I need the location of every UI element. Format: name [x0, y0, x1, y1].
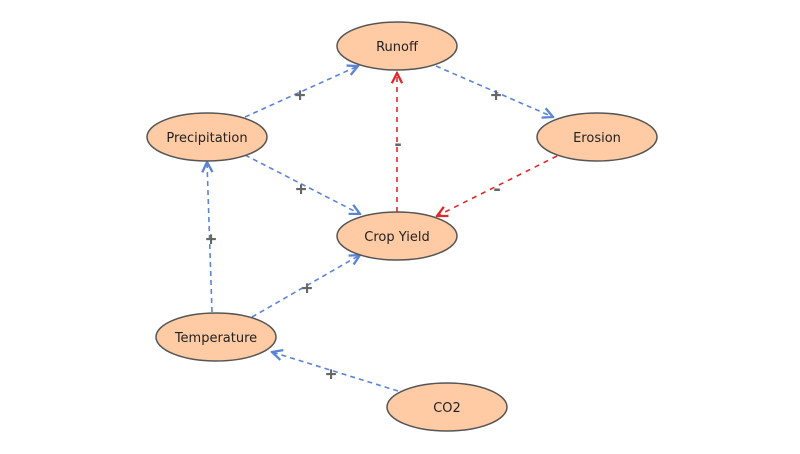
sign-erosion-crop-yield: -: [492, 179, 503, 200]
node-runoff[interactable]: Runoff: [336, 21, 458, 71]
edge-co2-temperature: [272, 352, 399, 392]
node-label-temperature: Temperature: [174, 331, 257, 346]
node-label-erosion: Erosion: [573, 131, 621, 146]
edge-signs: + + + - - + + +: [206, 85, 503, 385]
node-label-runoff: Runoff: [376, 40, 419, 55]
node-co2[interactable]: CO2: [386, 382, 508, 432]
sign-precipitation-crop-yield: +: [296, 179, 307, 200]
sign-temperature-crop-yield: +: [302, 278, 313, 299]
node-label-co2: CO2: [433, 401, 461, 416]
sign-co2-temperature: +: [326, 364, 337, 385]
node-erosion[interactable]: Erosion: [536, 112, 658, 162]
node-label-precipitation: Precipitation: [166, 131, 247, 146]
edge-temperature-crop-yield: [251, 255, 360, 318]
edge-temperature-precipitation: [207, 162, 212, 313]
edge-erosion-crop-yield: [437, 155, 558, 216]
sign-temperature-precipitation: +: [206, 229, 217, 250]
node-label-crop-yield: Crop Yield: [364, 230, 429, 245]
edge-precipitation-runoff: [244, 66, 358, 118]
sign-runoff-erosion: +: [491, 85, 502, 106]
node-precipitation[interactable]: Precipitation: [146, 112, 268, 162]
edge-runoff-erosion: [435, 65, 553, 117]
node-crop-yield[interactable]: Crop Yield: [336, 211, 458, 261]
edges: [207, 65, 558, 392]
sign-crop-yield-runoff: -: [393, 134, 404, 155]
node-temperature[interactable]: Temperature: [155, 312, 277, 362]
edge-precipitation-crop-yield: [244, 154, 360, 214]
sign-precipitation-runoff: +: [295, 85, 306, 106]
